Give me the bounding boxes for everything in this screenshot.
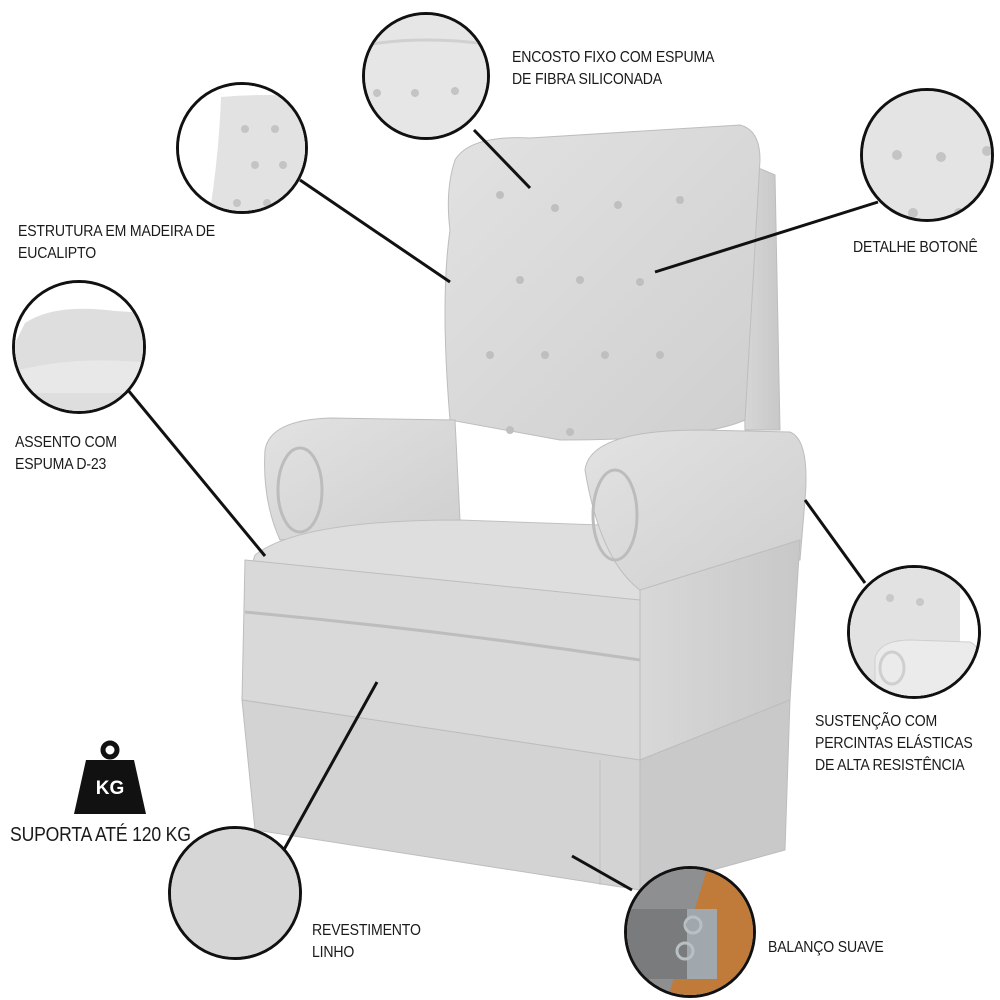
weight-icon: KG xyxy=(72,740,148,816)
feature-label-balanco: BALANÇO SUAVE xyxy=(768,939,884,956)
weight-capacity-label: SUPORTA ATÉ 120 KG xyxy=(10,824,191,846)
detail-circle-encosto xyxy=(362,12,490,140)
weight-icon-text: KG xyxy=(95,778,125,799)
detail-circle-assento xyxy=(12,280,146,414)
detail-circle-revestimento xyxy=(168,826,302,960)
feature-label-encosto: ENCOSTO FIXO COM ESPUMA DE FIBRA SILICON… xyxy=(512,49,715,88)
detail-circle-estrutura xyxy=(176,82,308,214)
feature-label-sustencao: SUSTENÇÃO COM PERCINTAS ELÁSTICAS DE ALT… xyxy=(815,713,973,774)
feature-label-estrutura: ESTRUTURA EM MADEIRA DE EUCALIPTO xyxy=(18,223,216,262)
detail-circle-botone xyxy=(860,88,994,222)
feature-label-botone: DETALHE BOTONÊ xyxy=(853,239,978,256)
detail-circle-balanco xyxy=(624,866,756,998)
tufting-buttons xyxy=(486,191,684,436)
feature-label-revestimento: REVESTIMENTO LINHO xyxy=(312,922,421,961)
feature-label-assento: ASSENTO COM ESPUMA D-23 xyxy=(15,434,117,473)
detail-circle-sustencao xyxy=(847,565,981,699)
